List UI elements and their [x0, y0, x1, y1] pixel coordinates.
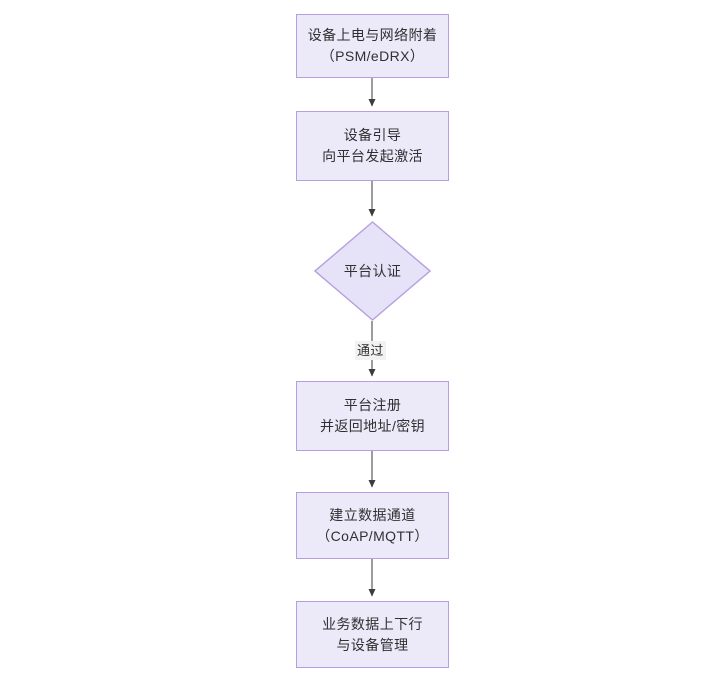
node-text-line: 并返回地址/密钥: [319, 418, 426, 434]
node-text-line: （PSM/eDRX）: [320, 48, 425, 64]
node-establish-data-channel[interactable]: 建立数据通道 （CoAP/MQTT）: [296, 492, 449, 559]
edge-label-pass: 通过: [355, 341, 386, 360]
node-text-line: 向平台发起激活: [322, 148, 423, 164]
node-text-line: 设备引导: [343, 127, 402, 143]
node-power-on-network-attach[interactable]: 设备上电与网络附着 （PSM/eDRX）: [296, 14, 449, 78]
node-text-line: 设备上电与网络附着: [307, 27, 438, 43]
node-device-bootstrap-activation[interactable]: 设备引导 向平台发起激活: [296, 111, 449, 181]
diamond-shape-icon: [314, 221, 431, 321]
node-platform-registration[interactable]: 平台注册 并返回地址/密钥: [296, 381, 449, 451]
node-text-line: 平台认证: [343, 262, 402, 279]
node-business-data-and-device-management[interactable]: 业务数据上下行 与设备管理: [296, 601, 449, 668]
node-text-line: 建立数据通道: [329, 506, 416, 523]
node-text-line: 平台注册: [343, 397, 402, 413]
node-platform-authentication-decision[interactable]: 平台认证: [314, 221, 431, 321]
node-text-line: （CoAP/MQTT）: [316, 527, 429, 544]
node-text-line: 与设备管理: [336, 636, 409, 653]
node-text-line: 业务数据上下行: [322, 615, 423, 632]
